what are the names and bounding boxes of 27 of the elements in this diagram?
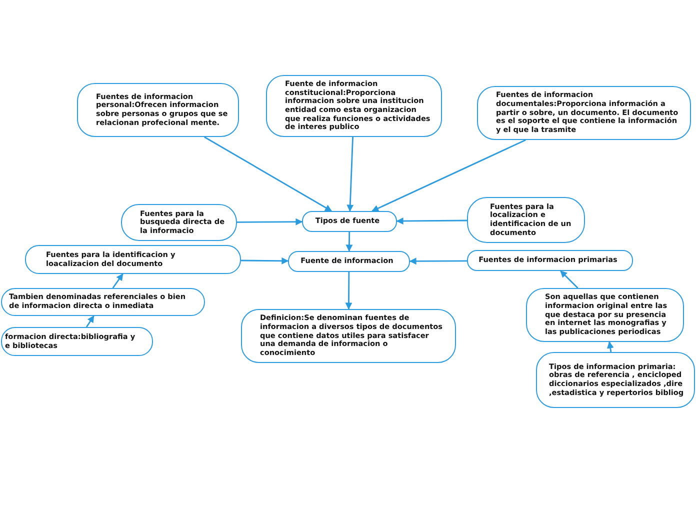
arrow xyxy=(606,341,614,352)
rounded-box xyxy=(467,197,585,243)
arrow xyxy=(112,273,124,288)
arrow xyxy=(241,257,289,264)
rounded-box xyxy=(25,245,241,274)
rounded-box xyxy=(536,352,695,408)
arrow xyxy=(237,218,303,226)
arrow xyxy=(396,218,467,225)
arrow xyxy=(345,272,352,310)
rounded-box xyxy=(467,250,633,271)
rounded-box xyxy=(77,83,239,137)
rounded-box xyxy=(302,211,397,232)
rounded-box xyxy=(121,204,237,241)
arrow xyxy=(372,139,526,212)
rounded-box xyxy=(526,288,684,342)
rounded-box xyxy=(288,251,410,272)
arrow xyxy=(560,270,578,288)
arrow xyxy=(346,136,354,212)
rounded-box xyxy=(266,75,442,137)
rounded-box xyxy=(1,327,153,356)
rounded-box xyxy=(1,288,205,316)
arrow xyxy=(346,232,353,252)
rounded-box xyxy=(477,86,691,140)
arrow xyxy=(86,315,94,328)
arrow xyxy=(409,258,467,265)
rounded-box xyxy=(241,309,456,363)
arrow xyxy=(204,136,332,212)
